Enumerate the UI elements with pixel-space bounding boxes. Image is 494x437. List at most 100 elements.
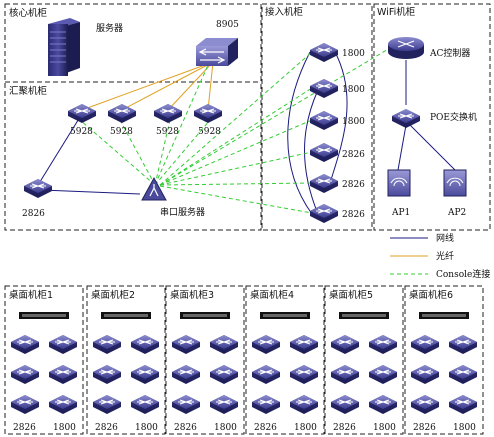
ac-controller-icon	[388, 37, 424, 59]
wifi-cabinet-title: WiFi机柜	[377, 6, 416, 18]
ethernet-links	[37, 51, 456, 215]
desk-cabinet-title: 桌面机柜2	[91, 289, 135, 301]
fiber-links	[81, 61, 214, 111]
desk-left-label: 2826	[95, 423, 118, 433]
desk-switch-icon	[48, 334, 78, 355]
desk-left-label: 2826	[13, 423, 36, 433]
desk-right-label: 1800	[135, 423, 158, 433]
desk-switch-icon	[92, 364, 122, 385]
agg-switch-3-label: 5928	[156, 127, 179, 137]
console-server-label: 串口服务器	[160, 206, 205, 218]
desk-cabinet-title: 桌面机柜4	[250, 289, 294, 301]
desk-switch-icon	[448, 394, 478, 415]
desk-switch-icon	[289, 364, 319, 385]
desk-switch-icon	[171, 364, 201, 385]
agg-switch-4-label: 5928	[198, 127, 221, 137]
agg-switch-2-icon	[107, 103, 137, 124]
desk-switch-icon	[48, 394, 78, 415]
desk-switch-icon	[209, 364, 239, 385]
desk-switch-icon	[410, 334, 440, 355]
desk-switch-icon	[171, 334, 201, 355]
ap2-icon	[443, 169, 467, 197]
legend-console-label: Console连接	[436, 268, 490, 280]
desk-switch-icon	[10, 334, 40, 355]
desk-switch-icon	[410, 394, 440, 415]
access-cabinet-title: 接入机柜	[265, 6, 304, 18]
desk-switch-icon	[92, 334, 122, 355]
agg-switch-2-label: 5928	[110, 127, 133, 137]
core-cabinet-frame	[4, 3, 262, 231]
agg-switch-4-icon	[193, 103, 223, 124]
desk-switch-icon	[330, 364, 360, 385]
desk-switch-icon	[330, 334, 360, 355]
access-switch-2-label: 1800	[342, 85, 365, 95]
poe-switch-icon	[391, 108, 421, 129]
desk-cabinet-4: 桌面机柜4 2826 1800	[245, 285, 325, 435]
desk-switch-icon	[209, 394, 239, 415]
access-switch-1-label: 1800	[342, 49, 365, 59]
console-server-icon	[141, 176, 167, 201]
desk-switch-icon	[368, 364, 398, 385]
desk-switch-icon	[330, 394, 360, 415]
desk-left-label: 2826	[174, 423, 197, 433]
access-switch-6-label: 2826	[342, 210, 365, 220]
ap2-label: AP2	[447, 208, 466, 218]
desk-switch-icon	[209, 334, 239, 355]
desk-cabinet-title: 桌面机柜6	[409, 289, 453, 301]
desk-switch-icon	[368, 334, 398, 355]
desk-switch-icon	[448, 364, 478, 385]
desk-switch-icon	[251, 394, 281, 415]
ap1-label: AP1	[391, 208, 410, 218]
access-switch-2-icon	[309, 78, 339, 99]
desk-switch-icon	[289, 394, 319, 415]
desk-switch-icon	[130, 334, 160, 355]
access-switch-4-icon	[309, 142, 339, 163]
legend: 网线 光纤 Console连接	[390, 232, 490, 280]
access-switch-1-icon	[309, 42, 339, 63]
desk-switch-icon	[410, 364, 440, 385]
desk-switch-icon	[130, 394, 160, 415]
wifi-cabinet-frame	[373, 3, 491, 231]
desk-switch-icon	[92, 394, 122, 415]
desk-switch-icon	[289, 334, 319, 355]
desk-cabinet-1: 桌面机柜1 2826 1800	[4, 285, 84, 435]
legend-ethernet-label: 网线	[436, 232, 454, 244]
access-switch-5-icon	[309, 173, 339, 194]
access-switch-3-icon	[309, 110, 339, 131]
desk-left-label: 2826	[333, 423, 356, 433]
access-switch-4-label: 2826	[342, 150, 365, 160]
edge-switch-2826-icon	[23, 178, 53, 199]
desk-switch-icon	[171, 394, 201, 415]
console-links	[79, 47, 391, 214]
desk-switch-icon	[10, 364, 40, 385]
poe-switch-label: POE交换机	[430, 111, 477, 123]
desk-switch-icon	[130, 364, 160, 385]
agg-switch-3-icon	[153, 103, 183, 124]
desk-right-label: 1800	[53, 423, 76, 433]
desk-right-label: 1800	[294, 423, 317, 433]
desk-right-label: 1800	[453, 423, 476, 433]
desk-cabinet-title: 桌面机柜3	[170, 289, 214, 301]
desk-cabinet-5: 桌面机柜5 2826 1800	[324, 285, 404, 435]
desk-right-label: 1800	[373, 423, 396, 433]
desk-switch-icon	[48, 364, 78, 385]
access-switch-6-icon	[309, 203, 339, 224]
desk-cabinet-title: 桌面机柜1	[9, 289, 53, 301]
edge-switch-label: 2826	[22, 209, 45, 219]
core-switch-label: 8905	[216, 20, 239, 30]
desk-right-label: 1800	[214, 423, 237, 433]
core-cabinet-title: 核心机柜	[9, 7, 48, 19]
server-label: 服务器	[96, 22, 123, 34]
access-switch-3-label: 1800	[342, 117, 365, 127]
ap1-icon	[387, 169, 411, 197]
desk-cabinet-title: 桌面机柜5	[329, 289, 373, 301]
desk-left-label: 2826	[254, 423, 277, 433]
desk-switch-icon	[251, 364, 281, 385]
desk-switch-icon	[251, 334, 281, 355]
ac-controller-label: AC控制器	[429, 47, 470, 59]
agg-switch-1-label: 5928	[70, 127, 93, 137]
desk-cabinet-3: 桌面机柜3 2826 1800	[165, 285, 245, 435]
